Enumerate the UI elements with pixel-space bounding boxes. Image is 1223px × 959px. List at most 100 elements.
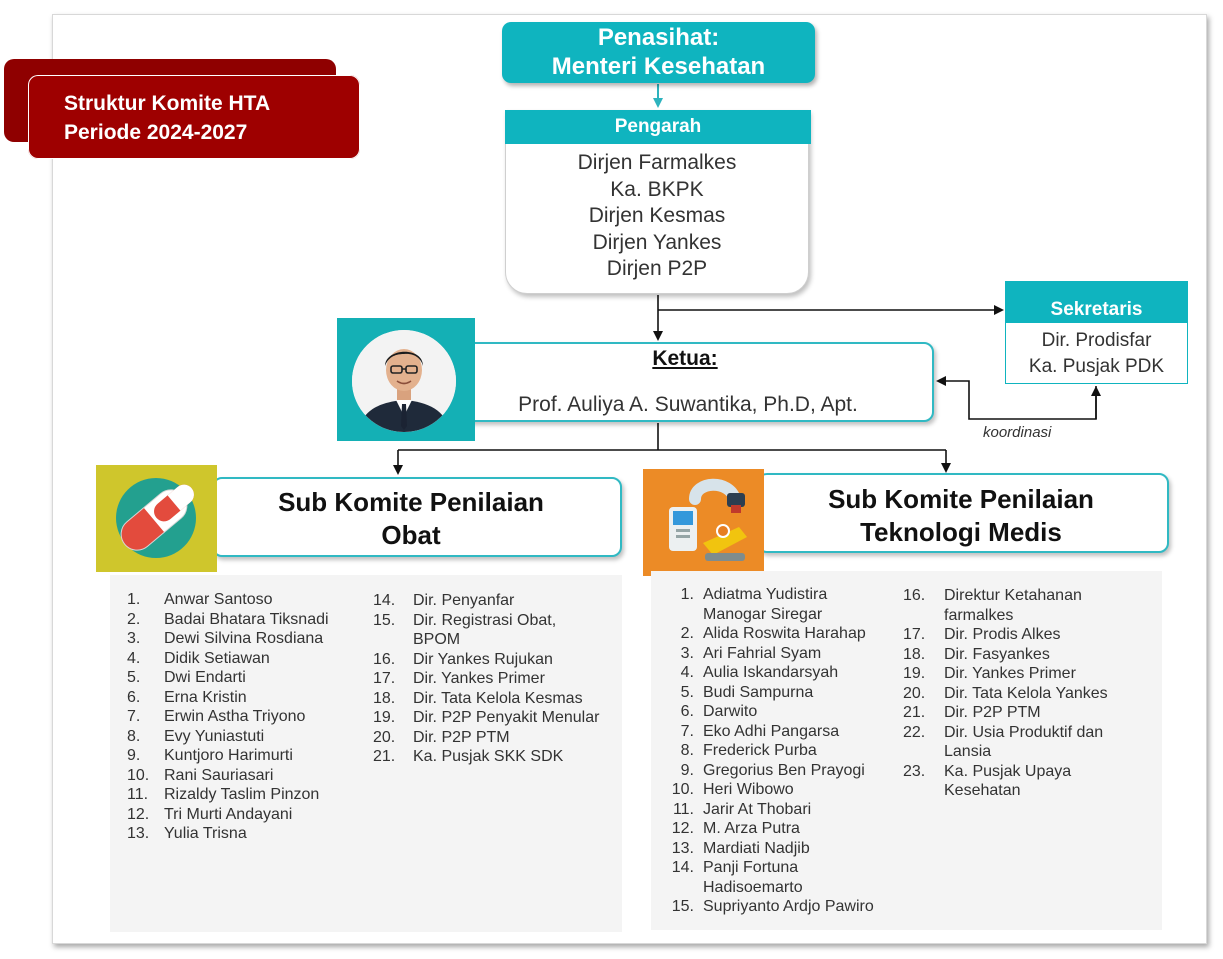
sekretaris-heading: Sekretaris — [1005, 281, 1188, 323]
list-item-number: 14. — [671, 859, 694, 876]
list-item: 18. Dir. Tata Kelola Kesmas — [373, 689, 583, 709]
list-item-name: Dewi Silvina Rosdiana — [164, 629, 323, 649]
sub-komite-obat-title: Sub Komite Penilaian Obat — [212, 486, 610, 552]
sub-tek-title-line-1: Sub Komite Penilaian — [828, 484, 1094, 514]
list-item: 2. Badai Bhatara Tiksnadi — [127, 610, 329, 630]
list-item-name: Dir. Yankes Primer — [944, 664, 1076, 684]
ketua-box — [440, 342, 934, 422]
list-item: 19. Dir. Yankes Primer — [903, 664, 1076, 684]
list-item-name: Dir Yankes Rujukan — [413, 650, 553, 670]
list-item-number: 20. — [903, 684, 926, 702]
list-item: 1. Anwar Santoso — [127, 590, 273, 610]
list-item-name-line: Panji Fortuna — [703, 859, 799, 876]
list-item: 11.Rizaldy Taslim Pinzon — [127, 785, 319, 805]
list-item-number: 16. — [903, 587, 926, 604]
list-item-number: 21. — [903, 704, 926, 721]
list-item-name: Jarir At Thobari — [703, 800, 811, 820]
list-item-name: Yulia Trisna — [164, 824, 247, 844]
list-item-number: 19. — [903, 665, 926, 682]
list-item-name-line: Dir. Penyanfar — [413, 592, 515, 609]
list-item: 4. Didik Setiawan — [127, 649, 270, 669]
list-item: 8.Evy Yuniastuti — [127, 727, 264, 747]
list-item-name-line: Hadisoemarto — [703, 878, 803, 896]
sub-tek-title-line-2: Teknologi Medis — [860, 517, 1062, 547]
sub-obat-title-line-1: Sub Komite Penilaian — [278, 487, 544, 517]
list-item-name: Dir. Tata Kelola Yankes — [944, 684, 1108, 704]
list-item-name: Evy Yuniastuti — [164, 727, 264, 747]
list-item-name: Badai Bhatara Tiksnadi — [164, 610, 329, 630]
list-item-name-line: M. Arza Putra — [703, 820, 800, 837]
list-item-name-line: Tri Murti Andayani — [164, 805, 293, 823]
list-item-name: Darwito — [703, 702, 757, 722]
list-item-number: 4. — [680, 664, 694, 681]
pengarah-heading: Pengarah — [505, 110, 811, 144]
sub-komite-obat-box — [212, 477, 622, 557]
list-item-name-line: Dir. Tata Kelola Kesmas — [413, 689, 583, 707]
list-item-name-line: Kesehatan — [944, 782, 1021, 799]
list-item-name-line: Dir. P2P PTM — [944, 704, 1041, 721]
list-item-name-line: Didik Setiawan — [164, 649, 270, 667]
penasihat-name: Menteri Kesehatan — [551, 53, 766, 80]
list-item-number: 3. — [127, 630, 141, 647]
list-item-name-line: Jarir At Thobari — [703, 800, 812, 818]
list-item-number: 17. — [903, 626, 926, 643]
ketua-label: Ketua: — [652, 347, 718, 370]
list-item-name: Ari Fahrial Syam — [703, 644, 821, 664]
list-item-name: Dir. Yankes Primer — [413, 669, 545, 689]
list-item-name-line: Dwi Endarti — [164, 669, 246, 686]
list-item-number: 18. — [373, 689, 396, 707]
list-item-name-line: Direktur Ketahanan — [944, 587, 1082, 604]
list-item-name: Dir. Penyanfar — [413, 591, 514, 611]
list-item-number: 5. — [127, 669, 141, 686]
list-item-number: 22. — [903, 723, 926, 741]
list-item-number: 15. — [373, 611, 396, 629]
list-item: 8.Frederick Purba — [664, 741, 817, 761]
list-item: 18.Dir. Fasyankes — [903, 645, 1050, 665]
list-item-number: 2. — [680, 625, 694, 642]
title-line-1: Struktur Komite HTA — [64, 92, 271, 115]
list-item-name: Dir. Registrasi Obat,BPOM — [413, 611, 556, 650]
list-item-name-line: Anwar Santoso — [164, 591, 273, 608]
list-item-number: 4. — [127, 649, 141, 667]
list-item-name: Erwin Astha Triyono — [164, 707, 305, 727]
list-item-number: 11. — [672, 800, 694, 818]
list-item-name: Ka. Pusjak SKK SDK — [413, 747, 563, 767]
list-item: 15. Dir. Registrasi Obat,BPOM — [373, 611, 556, 650]
list-item-name-line: Darwito — [703, 703, 758, 720]
list-item-name: Budi Sampurna — [703, 683, 813, 703]
list-item-name-line: Rani Sauriasari — [164, 766, 274, 784]
list-item-number: 1. — [127, 591, 141, 608]
list-item-name: Dir. P2P Penyakit Menular — [413, 708, 599, 728]
list-item-name-line: Alida Roswita Harahap — [703, 625, 866, 642]
list-item-name-line: Frederick Purba — [703, 742, 817, 759]
list-item-name: Anwar Santoso — [164, 590, 273, 610]
list-item: 5. Dwi Endarti — [127, 668, 246, 688]
list-item-name-line: Dir. P2P Penyakit Menular — [413, 709, 600, 726]
penasihat-box: Penasihat: Menteri Kesehatan — [502, 22, 815, 83]
list-item: 4.Aulia Iskandarsyah — [664, 663, 839, 683]
list-item-number: 2. — [127, 610, 141, 628]
list-item-name-line: Supriyanto Ardjo Pawiro — [703, 898, 874, 915]
list-item-number: 13. — [671, 839, 694, 857]
list-item-name-line: Dir. Tata Kelola Yankes — [944, 684, 1108, 702]
pengarah-member: Dirjen P2P — [606, 257, 708, 280]
list-item-name-line: Manogar Siregar — [703, 605, 823, 623]
title-tab: Struktur Komite HTA Periode 2024-2027 — [28, 75, 360, 159]
sub-komite-teknologi-title: Sub Komite Penilaian Teknologi Medis — [757, 483, 1165, 549]
list-item-name: Dwi Endarti — [164, 668, 246, 688]
list-item: 11. Jarir At Thobari — [664, 800, 811, 820]
list-item: 21.Ka. Pusjak SKK SDK — [373, 747, 563, 767]
list-item-name: Didik Setiawan — [164, 649, 270, 669]
list-item: 20. Dir. Tata Kelola Yankes — [903, 684, 1108, 704]
list-item-name-line: Dir. Yankes Primer — [944, 665, 1076, 682]
sekretaris-member: Ka. Pusjak PDK — [1028, 356, 1165, 377]
list-item-number: 3. — [680, 644, 694, 662]
list-item-name-line: Budi Sampurna — [703, 683, 814, 701]
